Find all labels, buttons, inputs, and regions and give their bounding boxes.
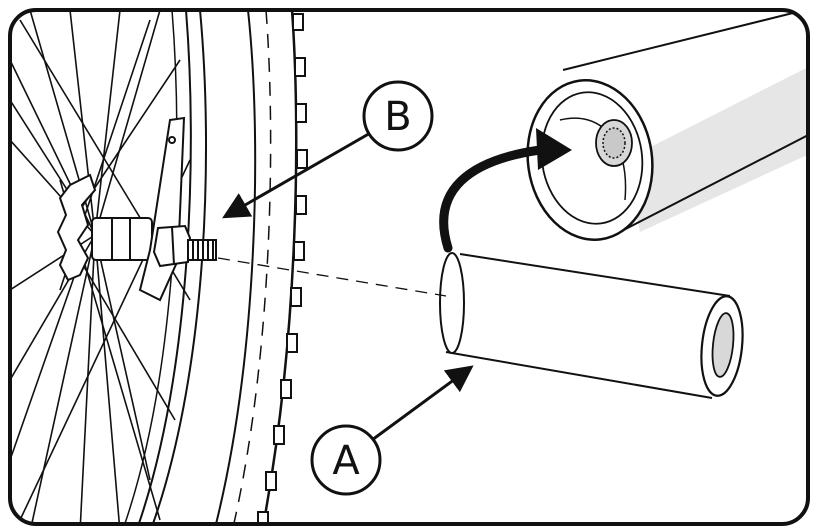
spacer-body bbox=[446, 254, 728, 396]
insert-arrow-head bbox=[536, 128, 572, 170]
callout-a: A bbox=[310, 424, 382, 496]
callout-b: B bbox=[362, 80, 434, 152]
callout-b-leader bbox=[222, 130, 373, 219]
fork-dropout bbox=[138, 116, 186, 302]
hub-flange bbox=[56, 173, 97, 282]
spacer-tube bbox=[439, 252, 744, 399]
callout-a-label: A bbox=[332, 438, 360, 484]
callout-b-label: B bbox=[384, 94, 411, 140]
tire-tread bbox=[257, 13, 308, 524]
tire-inner bbox=[213, 10, 257, 524]
diagram-border bbox=[8, 8, 810, 526]
rim-inner bbox=[135, 10, 192, 524]
hub-body bbox=[91, 217, 153, 261]
insert-arrow bbox=[439, 145, 545, 253]
callout-a-leader bbox=[371, 365, 474, 442]
tire-centerline bbox=[231, 10, 272, 524]
rim-outer bbox=[149, 10, 207, 524]
spacer-bore bbox=[711, 312, 735, 378]
spacer-back-end bbox=[439, 252, 465, 354]
tube-threaded bbox=[526, 10, 808, 241]
wheel-hub bbox=[56, 116, 217, 302]
tire-outer bbox=[260, 10, 298, 524]
tube-shade bbox=[625, 62, 808, 232]
